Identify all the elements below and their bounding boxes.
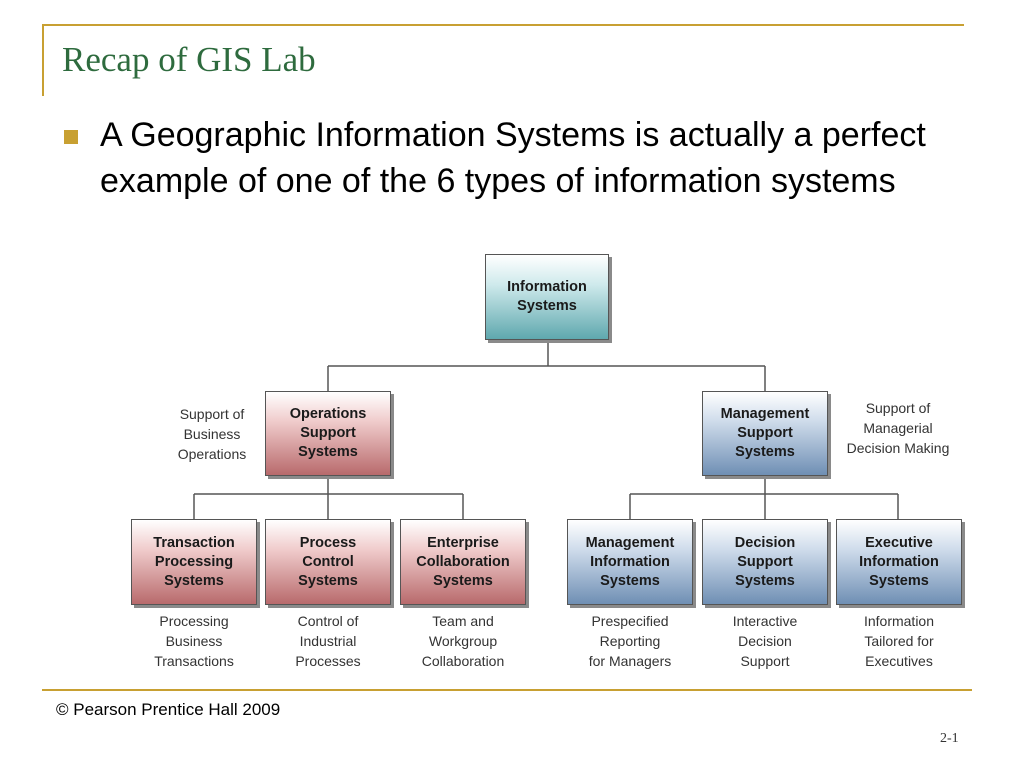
bullet-marker [64,130,78,144]
bullet-text: A Geographic Information Systems is actu… [100,116,926,200]
information-systems-box: Information Systems [485,254,609,340]
mis-description: Prespecified Reporting for Managers [588,613,672,669]
management-information-systems-box: Management Information Systems [567,519,693,605]
operations-side-note: Support of Business Operations [177,406,247,462]
management-support-systems-box: Management Support Systems [702,391,828,476]
pcs-description: Control of Industrial Processes [295,613,361,669]
tps-description: Processing Business Transactions [154,613,234,669]
decision-support-systems-box: Decision Support Systems [702,519,828,605]
management-side-note: Support of Managerial Decision Making [846,400,950,456]
operations-support-systems-box: Operations Support Systems [265,391,391,476]
slide-title: Recap of GIS Lab [62,40,316,79]
title-accent-horizontal [42,24,964,26]
slide-number: 2-1 [940,731,959,746]
enterprise-collaboration-systems-box: Enterprise Collaboration Systems [400,519,526,605]
eis-description: Information Tailored for Executives [863,613,935,669]
dss-description: Interactive Decision Support [732,613,798,669]
process-control-systems-box: Process Control Systems [265,519,391,605]
transaction-processing-systems-box: Transaction Processing Systems [131,519,257,605]
footer-copyright: © Pearson Prentice Hall 2009 [56,700,281,719]
title-accent-vertical [42,24,44,96]
footer-divider [42,689,972,691]
ecs-description: Team and Workgroup Collaboration [421,613,505,669]
executive-information-systems-box: Executive Information Systems [836,519,962,605]
